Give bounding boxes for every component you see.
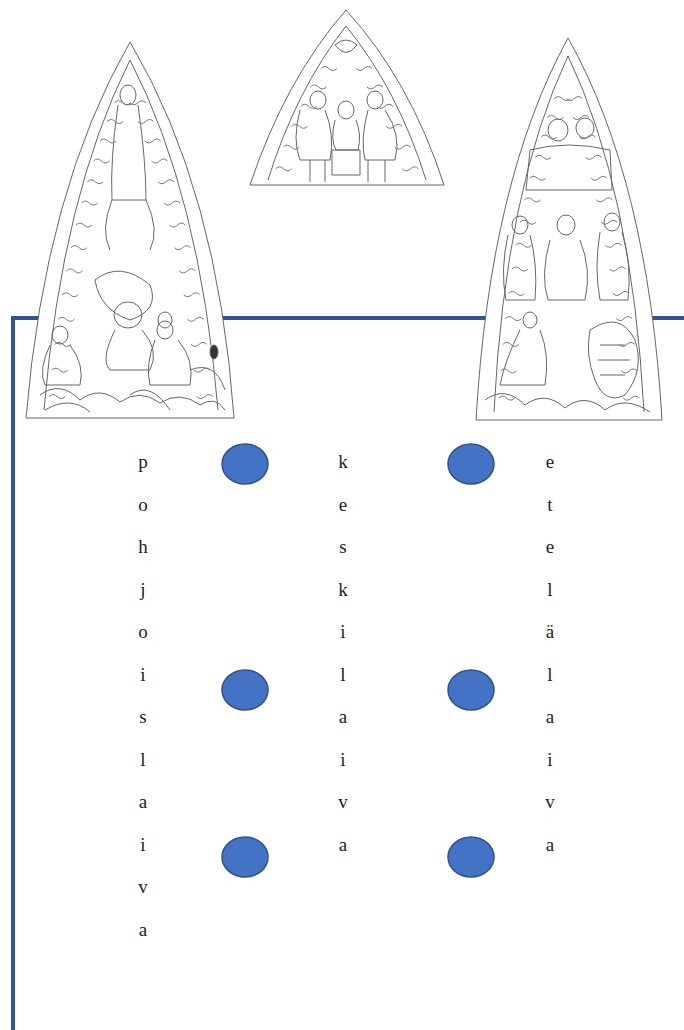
rib-squiggle: [321, 67, 337, 71]
rib-squiggle: [609, 267, 625, 271]
rib-squiggle: [503, 342, 519, 346]
pillar-group: [222, 444, 494, 877]
rib-squiggle: [55, 342, 71, 346]
rib-squiggle: [356, 67, 372, 71]
rib-squiggle: [499, 396, 515, 400]
rib-squiggle: [520, 220, 536, 224]
rib-squiggle: [516, 243, 532, 247]
aisle-label: keskilaiva: [338, 441, 348, 866]
vault-painting: [250, 10, 444, 185]
rib-squiggle: [377, 104, 393, 108]
pillar: [222, 670, 268, 710]
rib-squiggle: [591, 176, 607, 180]
rib-squiggle: [566, 97, 582, 101]
rib-squiggle: [152, 159, 168, 163]
rib-squiggle: [601, 220, 617, 224]
rib-squiggle: [573, 115, 589, 119]
rib-squiggle: [596, 198, 612, 202]
aisle-label: etelälaiva: [545, 441, 555, 866]
rib-squiggle: [197, 395, 213, 399]
rib-squiggle: [623, 396, 639, 400]
rib-squiggle: [292, 124, 308, 128]
rib-squiggle: [535, 155, 551, 159]
rib-squiggle: [402, 167, 418, 171]
rib-squiggle: [94, 159, 110, 163]
rib-squiggle: [508, 291, 524, 295]
rib-squiggle: [175, 246, 191, 250]
rib-squiggle: [619, 342, 635, 346]
rib-squiggle: [71, 246, 87, 250]
rib-squiggle: [49, 395, 65, 399]
rib-squiggle: [188, 317, 204, 321]
rib-squiggle: [301, 104, 317, 108]
rib-squiggle: [512, 267, 528, 271]
rib-squiggle: [138, 120, 154, 124]
rib-squiggle: [145, 139, 161, 143]
rib-squiggle: [87, 180, 103, 184]
rib-squiggle: [621, 369, 637, 373]
rib-squiggle: [501, 369, 517, 373]
rib-squiggle: [505, 317, 521, 321]
vault-painting: [26, 42, 234, 418]
rib-squiggle: [530, 176, 546, 180]
rib-squiggle: [194, 368, 210, 372]
rib-squiggle: [52, 368, 68, 372]
rib-squiggle: [525, 198, 541, 202]
rib-squiggle: [158, 180, 174, 184]
rib-squiggle: [586, 155, 602, 159]
nave-frame: [13, 318, 684, 1030]
rib-squiggle: [179, 269, 195, 273]
rib-squiggle: [367, 85, 383, 89]
rib-squiggle: [541, 135, 557, 139]
rib-squiggle: [283, 145, 299, 149]
rib-squiggle: [100, 139, 116, 143]
rib-squiggle: [130, 101, 146, 105]
rib-squiggle: [606, 243, 622, 247]
rib-squiggle: [395, 145, 411, 149]
rib-squiggle: [66, 269, 82, 273]
rib-squiggle: [76, 223, 92, 227]
rib-squiggle: [62, 293, 78, 297]
pillar: [448, 670, 494, 710]
pillar: [222, 837, 268, 877]
rib-squiggle: [115, 101, 131, 105]
rib-squiggle: [613, 291, 629, 295]
pillar: [448, 444, 494, 484]
rib-squiggle: [164, 201, 180, 205]
rib-squiggle: [107, 120, 123, 124]
rib-squiggle: [184, 293, 200, 297]
pillar: [448, 837, 494, 877]
vault-painting: [476, 38, 662, 420]
rib-squiggle: [386, 124, 402, 128]
rib-squiggle: [58, 317, 74, 321]
rib-squiggle: [82, 201, 98, 205]
vault-rib-pattern: [49, 67, 639, 401]
pillar: [222, 444, 268, 484]
rib-squiggle: [547, 115, 563, 119]
rib-squiggle: [616, 317, 632, 321]
rib-squiggle: [579, 135, 595, 139]
rib-squiggle: [191, 342, 207, 346]
rib-squiggle: [276, 167, 292, 171]
aisle-label: pohjoislaiva: [138, 441, 148, 951]
rib-squiggle: [310, 85, 326, 89]
rib-squiggle: [169, 223, 185, 227]
